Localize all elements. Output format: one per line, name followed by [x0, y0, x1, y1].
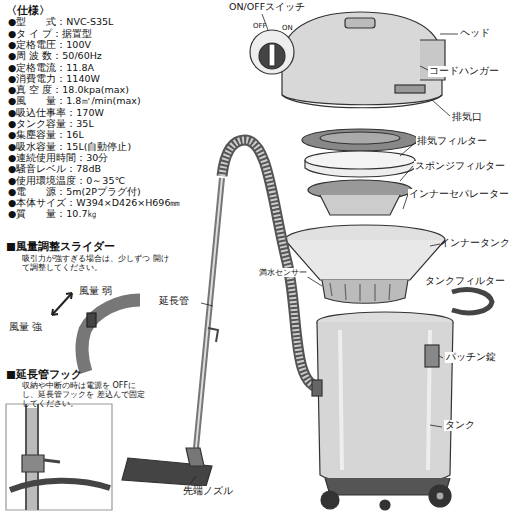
- spec-line: ●本体サイズ：W394×D426×H696㎜: [8, 198, 180, 209]
- spec-line: ●タンク容量：35L: [8, 119, 94, 130]
- spec-line: ●真 空 度：18.0kpa(max): [8, 85, 129, 96]
- spec-line: ●周 波 数：50/60Hz: [8, 51, 102, 62]
- part-name: ON/OFFスイッチ: [228, 2, 306, 13]
- switch-position: OFF: [253, 22, 267, 30]
- inset-note: 収納や中断の時は電源を OFFにし、延長管フックを 差込んで固定してください。: [22, 381, 152, 409]
- part-name: インナーセパレーター: [408, 189, 510, 200]
- part-name: インナータンク: [440, 238, 510, 249]
- part-name: 満水センサー: [258, 268, 308, 277]
- spec-line: ●騒音レベル：78dB: [8, 164, 101, 175]
- inset-heading: ■延長管フック: [6, 368, 82, 380]
- spec-line: ●タ イ プ：据置型: [8, 29, 92, 40]
- slider-label: 風量 弱: [78, 286, 113, 297]
- spec-line: ●消費電力：1140W: [8, 74, 100, 85]
- spec-line: ●集塵容量：16L: [8, 130, 84, 141]
- switch-position: ON: [282, 24, 293, 32]
- part-name: タンク: [444, 420, 476, 431]
- part-name: 排気フィルター: [416, 136, 488, 147]
- part-name: ヘッド: [460, 28, 490, 39]
- spec-line: ●吸水容量：15L(自動停止): [8, 142, 131, 153]
- spec-line: ●型 式：NVC-S35L: [8, 17, 113, 28]
- part-name: コードハンガー: [428, 66, 500, 77]
- spec-line: ●風 量：1.8㎥/min(max): [8, 96, 141, 107]
- slider-label: 風量 強: [8, 322, 43, 333]
- spec-line: ●使用環境温度：0～35℃: [8, 176, 125, 187]
- inset-note: 吸引力が強すぎる場合は、少しずつ 開けて調整してください。: [22, 254, 172, 272]
- part-name: 先端ノズル: [182, 486, 234, 497]
- spec-line: ●吸込仕事率：170W: [8, 108, 104, 119]
- part-name: 排気口: [452, 112, 482, 123]
- spec-line: ●電 源：5m(2Pプラグ付): [8, 187, 141, 198]
- inset-heading: ■風量調整スライダー: [6, 240, 115, 252]
- part-name: パッチン錠: [445, 352, 497, 363]
- spec-heading: 〈仕様〉: [6, 4, 50, 16]
- spec-line: ●定格電流：11.8A: [8, 63, 94, 74]
- spec-line: ●質 量：10.7㎏: [8, 209, 97, 220]
- spec-line: ●定格電圧：100V: [8, 40, 91, 51]
- part-name: 延長管: [158, 296, 190, 307]
- spec-line: ●連続使用時間：30分: [8, 153, 108, 164]
- part-name: タンクフィルター: [424, 276, 506, 287]
- part-name: スポンジフィルター: [414, 161, 506, 172]
